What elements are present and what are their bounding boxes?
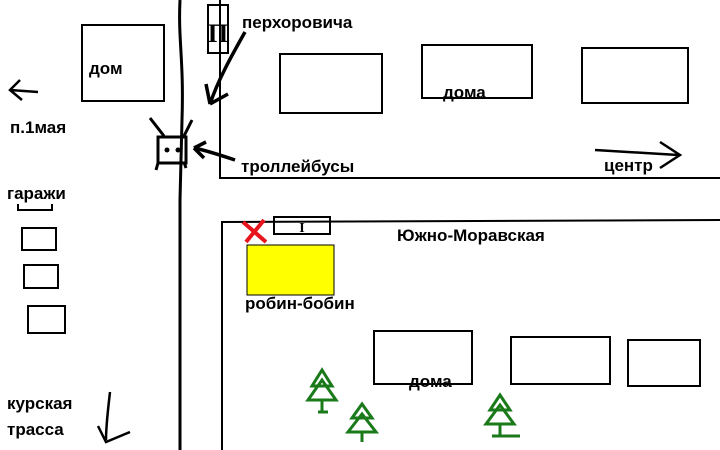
arrow-south: [96, 391, 131, 444]
bus-stop-glyph: I: [299, 221, 304, 236]
arrow-to-road: [204, 31, 247, 106]
label-trassa: трасса: [7, 420, 64, 439]
road-edge-upper-right: [219, 0, 720, 179]
label-garages: гаражи: [7, 184, 66, 203]
building: [373, 330, 473, 385]
building: [510, 336, 611, 385]
garage: [27, 305, 66, 334]
building: [279, 53, 383, 114]
building: [627, 339, 701, 387]
bus-stop-glyph: П: [208, 19, 228, 48]
label-houses-top: дома: [443, 83, 486, 102]
trolleybus-stop: [156, 135, 188, 165]
label-center: центр: [604, 156, 653, 175]
house-top-left: [81, 24, 165, 102]
robin-bobin-building: [246, 244, 335, 296]
garage: [21, 227, 57, 251]
label-p1maya: п.1мая: [10, 118, 67, 137]
road-edge-lower-right: [221, 219, 720, 450]
arrow-west: [8, 79, 39, 101]
garage: [23, 264, 59, 289]
arrow-to-trolley: [192, 140, 236, 162]
arrow-center: [594, 140, 683, 170]
label-kurskaya: курская: [7, 394, 73, 413]
x-marker: [241, 218, 268, 244]
building: [421, 44, 533, 99]
main-road: [178, 0, 184, 450]
label-street-yuzhno-moravskaya: Южно-Моравская: [397, 226, 545, 245]
label-houses-bottom: дома: [409, 372, 452, 391]
trees: [305, 367, 520, 442]
label-street-perkhorovicha: перхоровича: [242, 13, 353, 32]
tree-icon: [305, 367, 339, 414]
building: [581, 47, 689, 104]
tree-icon: [483, 392, 520, 438]
label-house: дом: [89, 59, 123, 78]
garage-bracket: [17, 204, 53, 211]
tree-icon: [344, 401, 380, 442]
label-robin-bobin: робин-бобин: [245, 294, 355, 313]
bus-stop-sign: [273, 216, 331, 235]
label-trolleybuses: троллейбусы: [241, 157, 355, 176]
bus-stop-sign: [207, 4, 229, 54]
